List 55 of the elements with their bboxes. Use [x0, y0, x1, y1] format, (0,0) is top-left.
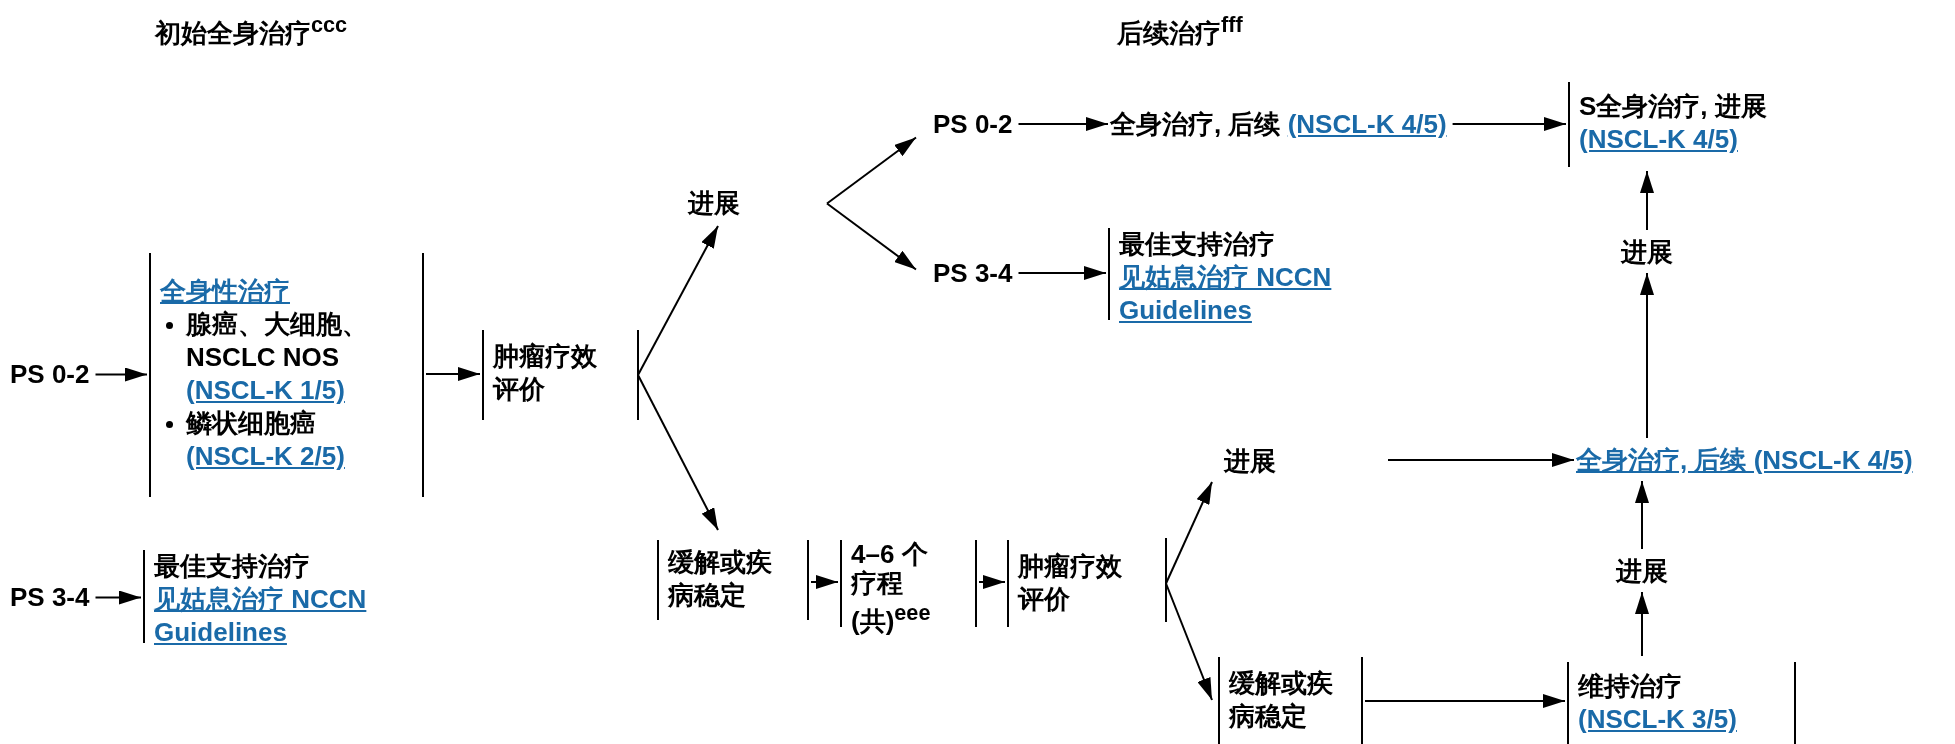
outcome-label: 进展 — [688, 187, 740, 220]
arrow — [1364, 694, 1566, 708]
outcome-label: 进展 — [1621, 236, 1673, 269]
arrow — [637, 225, 719, 376]
step-label: 维持治疗 — [1578, 670, 1683, 703]
link: 见姑息治疗 NCCN Guidelines — [154, 583, 368, 649]
stage-label: PS 3-4 — [933, 257, 1013, 290]
bracket-box — [149, 253, 424, 497]
arrow — [94, 367, 148, 382]
step-label: 肿瘤疗效评价 — [1018, 550, 1123, 616]
stage-label: PS 0-2 — [10, 358, 90, 391]
list-item: 腺癌、大细胞、NSCLC NOS — [160, 308, 406, 374]
link: 全身性治疗 — [160, 275, 291, 308]
outcome-label: 进展 — [1616, 555, 1668, 588]
step-label: 最佳支持治疗 — [154, 550, 311, 583]
link: (NSCL-K 4/5) — [1579, 123, 1739, 156]
link: (NSCL-K 2/5) — [185, 440, 346, 473]
step-label: 最佳支持治疗 — [1119, 228, 1276, 261]
arrow — [1387, 453, 1575, 467]
link: (NSCL-K 4/5) — [1287, 109, 1447, 139]
outcome-label: 进展 — [1224, 445, 1276, 478]
arrow — [1165, 582, 1213, 701]
link: 全身治疗, 后续 (NSCL-K 4/5) — [1576, 444, 1913, 477]
arrow — [94, 590, 142, 605]
link: (NSCL-K 1/5) — [185, 374, 346, 407]
arrow — [1017, 117, 1109, 131]
step-label: 全身治疗, 后续 — [1110, 109, 1281, 139]
step-label: 肿瘤疗效评价 — [493, 340, 598, 406]
arrow — [1640, 272, 1654, 439]
arrow — [1640, 170, 1654, 231]
link: (NSCL-K 3/5) — [1578, 703, 1738, 736]
list-item: 鳞状细胞癌 — [160, 407, 406, 440]
arrow — [826, 136, 917, 205]
stage-label: PS 0-2 — [933, 108, 1013, 141]
bracket-box — [1567, 662, 1796, 744]
step-label: S全身治疗, 进展 — [1579, 90, 1768, 123]
arrow — [1635, 480, 1649, 550]
column-heading: 后续治疗$^{fff}$ — [1117, 11, 1243, 50]
link: 见姑息治疗 NCCN Guidelines — [1119, 261, 1333, 327]
column-heading: 初始全身治疗$^{ccc}$ — [155, 11, 348, 50]
outcome-label: 缓解或疾病稳定 — [1229, 667, 1334, 733]
outcome-label: 缓解或疾病稳定 — [668, 546, 773, 612]
arrow — [1451, 117, 1567, 131]
stage-label: PS 3-4 — [10, 581, 90, 614]
step-label: 4–6 个疗程(共)$^{eee}$ — [851, 540, 932, 636]
arrow — [1017, 266, 1107, 280]
arrow — [978, 575, 1006, 589]
arrow — [637, 374, 719, 531]
arrow — [810, 575, 839, 589]
arrow — [425, 367, 481, 381]
bracket-box — [657, 540, 809, 620]
arrow — [1635, 591, 1649, 657]
bracket-box — [1218, 657, 1363, 744]
arrow — [1165, 481, 1213, 585]
arrow — [826, 202, 917, 271]
